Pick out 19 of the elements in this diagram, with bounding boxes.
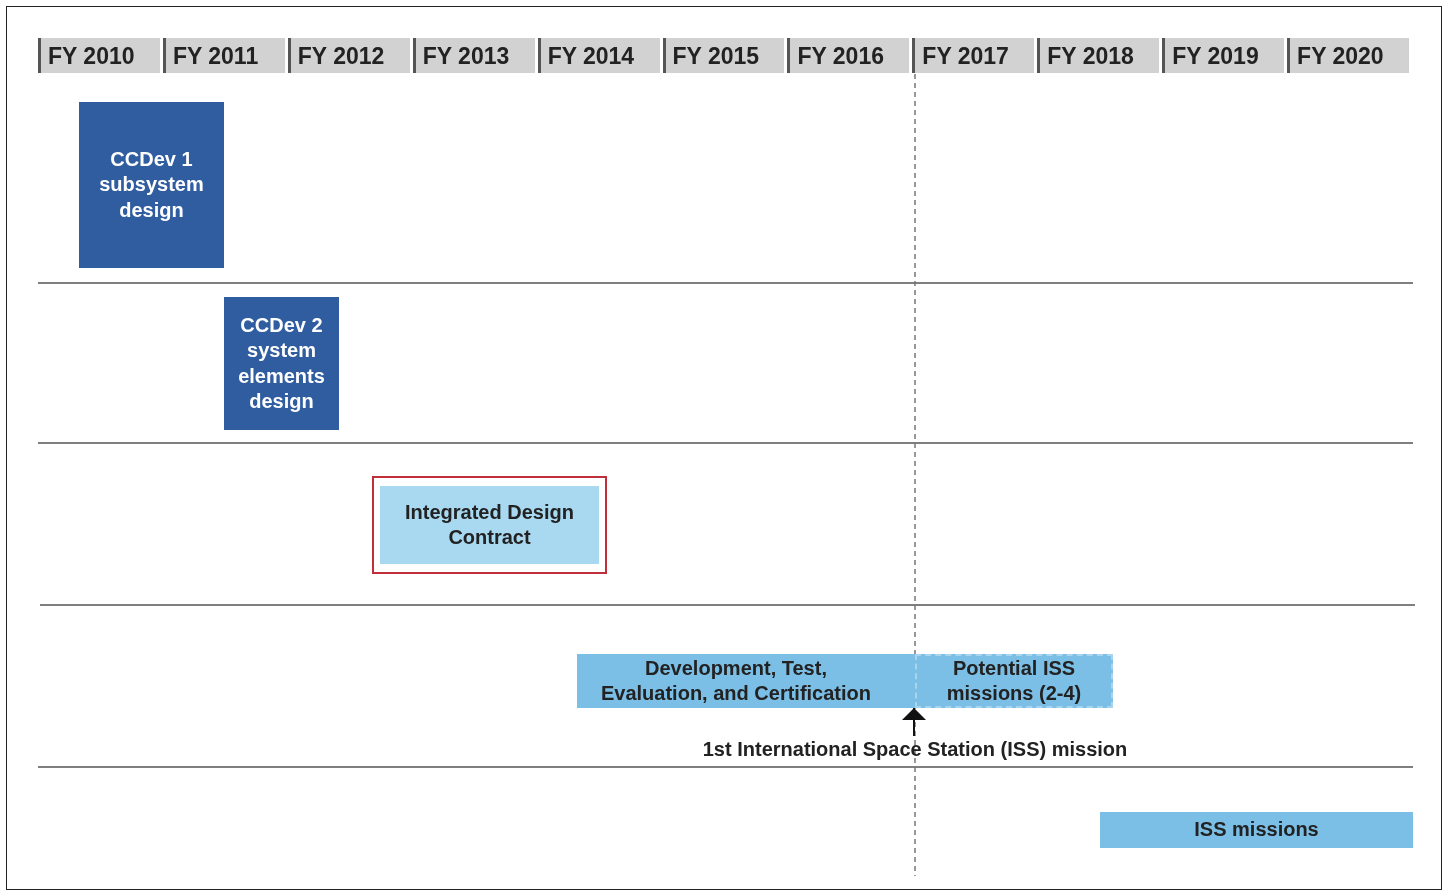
fiscal-year-header: FY 2015 (662, 38, 785, 73)
fiscal-year-header: FY 2017 (912, 38, 1035, 73)
phase-bar: ISS missions (1100, 812, 1413, 848)
fiscal-year-header: FY 2010 (38, 38, 160, 73)
fiscal-year-header: FY 2016 (787, 38, 910, 73)
phase-bar: CCDev 1 subsystem design (79, 102, 224, 268)
fiscal-year-header: FY 2020 (1287, 38, 1409, 73)
milestone-label: 1st International Space Station (ISS) mission (688, 736, 1142, 764)
fiscal-year-header: FY 2014 (537, 38, 660, 73)
fiscal-year-header: FY 2018 (1037, 38, 1160, 73)
fiscal-year-header: FY 2011 (162, 38, 285, 73)
phase-bar: CCDev 2 system elements design (224, 297, 339, 430)
milestone-arrow (902, 707, 926, 737)
phase-bar: Integrated Design Contract (380, 486, 599, 564)
fiscal-year-header: FY 2019 (1162, 38, 1285, 73)
dashed-phase-bar: Potential ISS missions (2-4) (915, 654, 1113, 708)
fiscal-year-header: FY 2013 (412, 38, 535, 73)
fiscal-year-header: FY 2012 (287, 38, 410, 73)
phase-bar: Development, Test, Evaluation, and Certification (577, 654, 915, 708)
